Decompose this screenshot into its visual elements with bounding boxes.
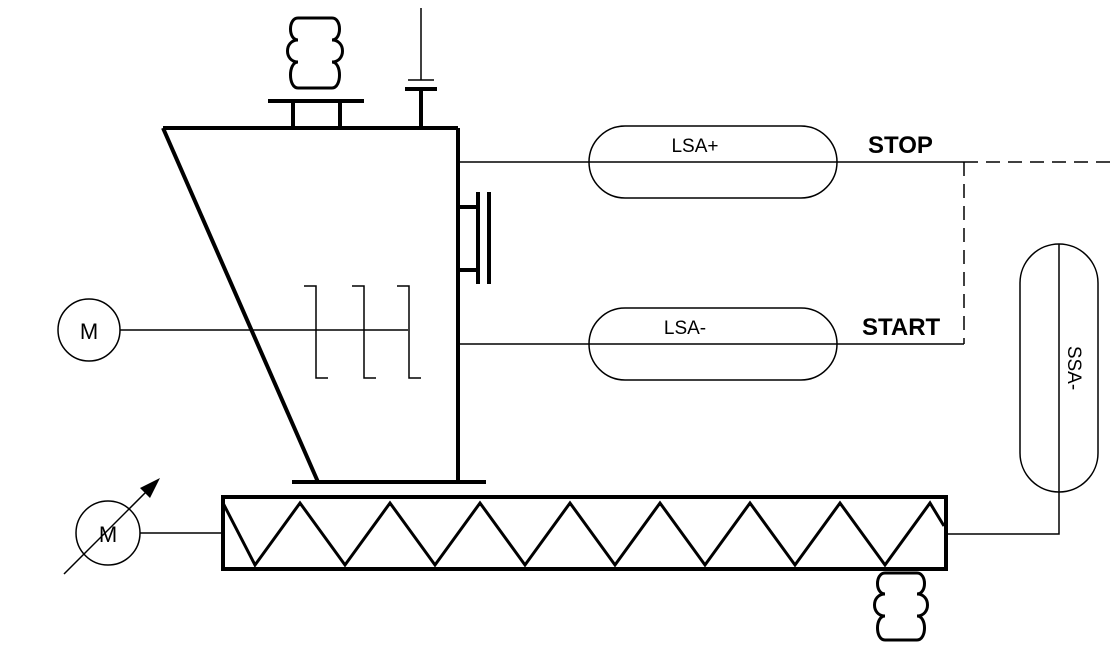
screw-conveyor xyxy=(221,495,948,571)
top-bellows-icon xyxy=(286,16,344,90)
screw-motor-label: M xyxy=(99,522,117,547)
lsa-high-label: LSA+ xyxy=(671,136,718,157)
hopper xyxy=(161,126,486,484)
vent-nozzle xyxy=(405,8,437,128)
stop-signal-label: STOP xyxy=(868,132,933,159)
bottom-bellows-icon xyxy=(873,571,929,642)
agitator xyxy=(120,285,421,379)
ssa-connection-line xyxy=(946,492,1060,535)
top-inlet-nozzle xyxy=(268,99,364,128)
lsa-high-instrument: LSA+ xyxy=(588,125,838,199)
ssa-label: SSA- xyxy=(1063,346,1084,390)
agitator-motor: M xyxy=(57,298,121,362)
lsa-low-instrument: LSA- xyxy=(588,307,838,381)
ssa-instrument: SSA- xyxy=(1019,243,1099,493)
screw-motor: M xyxy=(63,478,223,575)
variable-speed-arrow-icon xyxy=(140,478,160,498)
lsa-low-label: LSA- xyxy=(664,318,706,339)
agitator-motor-label: M xyxy=(80,319,98,344)
start-signal-label: START xyxy=(862,314,941,341)
interlock-signal xyxy=(963,161,1111,344)
side-flange xyxy=(458,192,491,284)
